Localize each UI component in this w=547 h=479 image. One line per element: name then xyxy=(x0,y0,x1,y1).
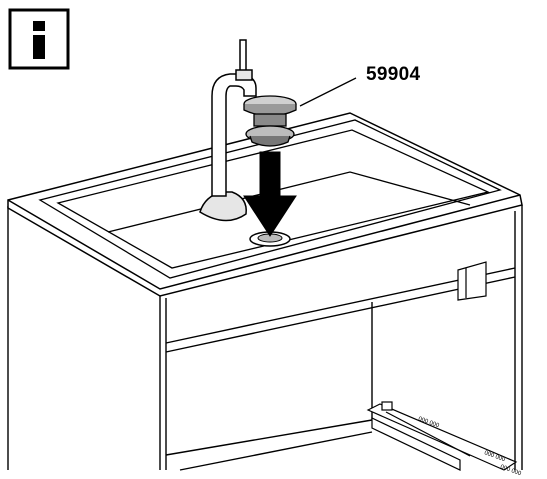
drain-plug xyxy=(243,95,297,147)
mounting-bracket xyxy=(457,261,487,301)
callout-leader xyxy=(299,77,357,107)
rail-marking-3: 000 000 xyxy=(499,464,522,477)
insert-arrow xyxy=(243,151,297,237)
faucet xyxy=(199,39,257,222)
drawer-rails xyxy=(366,401,518,471)
info-icon xyxy=(8,8,70,70)
part-number-label: 59904 xyxy=(366,64,421,85)
